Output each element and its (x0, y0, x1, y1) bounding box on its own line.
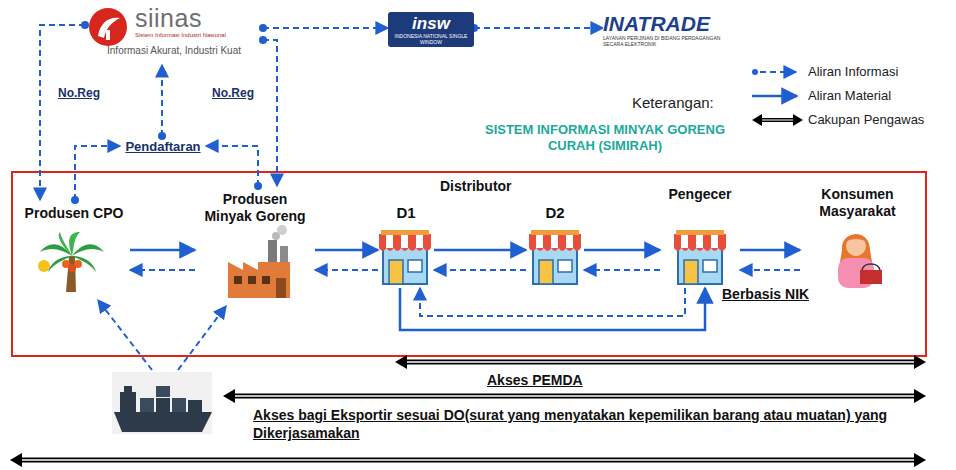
material-flow (740, 269, 800, 271)
node-text: insw (391, 14, 471, 33)
legend-text: Aliran Informasi (808, 64, 898, 80)
legend-sample-material (752, 96, 797, 97)
actor-box: Produsen CPO (18, 200, 130, 295)
node-text: D1 (378, 204, 434, 221)
text-label: Distributor (440, 178, 512, 194)
material-flow (400, 288, 705, 330)
material-flow (584, 269, 660, 271)
text-label: Berbasis NIK (722, 286, 809, 302)
material-flow (434, 249, 526, 252)
node-text: Konsumen Masyarakat (800, 186, 915, 220)
text-label: Akses PEMDA (487, 372, 583, 388)
material-flow (740, 249, 800, 252)
siinas-logo (89, 8, 127, 46)
information-flow (161, 65, 163, 136)
information-flow (474, 27, 603, 29)
material-flow (584, 249, 660, 252)
ship-icon (112, 372, 212, 434)
coverage-arrow (223, 389, 926, 403)
ship-info-line (98, 300, 226, 370)
material-flow (130, 269, 195, 271)
node-text: LAYANAN PERIJINAN DI BIDANG PERDAGANGAN … (603, 35, 731, 47)
information-flow (206, 146, 258, 186)
siinas-logo-box: siinasSistem Informasi Industri Nasional… (85, 5, 263, 65)
factory-icon (228, 225, 290, 298)
material-flow (434, 269, 526, 271)
store-icon (379, 230, 431, 284)
legend-text: Cakupan Pengawas (808, 112, 924, 128)
node-text: INATRADE (603, 12, 731, 35)
scope-frame (12, 172, 926, 356)
node-text: siinas (85, 5, 263, 31)
edge-label: No.Reg (56, 86, 102, 100)
coverage-arrow (10, 453, 926, 467)
information-flow (40, 25, 85, 200)
information-flow (75, 146, 120, 200)
actor-box: Konsumen Masyarakat (800, 184, 915, 288)
node-text: INDONESIA NATIONAL SINGLE WINDOW (391, 33, 471, 45)
palm-tree-icon (38, 232, 104, 292)
text-label: Akses bagi Eksportir sesuai DO(surat yan… (253, 406, 918, 442)
inatrade-logo-box: INATRADELAYANAN PERIJINAN DI BIDANG PERD… (603, 12, 731, 52)
coverage-arrow (395, 355, 926, 369)
actor-box: D2 (526, 200, 584, 288)
edge-label: No.Reg (210, 86, 256, 100)
consumer-icon (838, 234, 882, 288)
node-text: Pengecer (660, 186, 740, 203)
node-text: Produsen Minyak Goreng (199, 191, 311, 225)
information-flow (263, 27, 388, 29)
actor-box: Pengecer (660, 184, 740, 288)
store-icon (529, 230, 581, 284)
node-text: D2 (526, 204, 584, 221)
legend-sample-coverage (752, 114, 803, 126)
information-flow (263, 40, 277, 186)
node-text: Sistem Informasi Industri Nasional (85, 31, 263, 39)
actor-box: Produsen Minyak Goreng (195, 186, 315, 302)
material-flow (315, 269, 378, 271)
node-text: Informasi Akurat, Industri Kuat (85, 45, 263, 57)
text-label: Keterangan: (632, 94, 714, 111)
node-text: Produsen CPO (18, 205, 130, 222)
insw-logo-box: inswINDONESIA NATIONAL SINGLE WINDOW (388, 12, 474, 47)
store-icon (674, 230, 726, 284)
material-flow (130, 249, 195, 252)
legend-text: Aliran Material (808, 88, 891, 104)
material-flow (420, 288, 685, 316)
registration-box: Pendaftaran (120, 136, 206, 158)
diagram-title: SISTEM INFORMASI MINYAK GORENG CURAH (SI… (470, 122, 740, 154)
legend-sample-info (752, 69, 796, 75)
material-flow (315, 249, 378, 252)
actor-box: D1 (378, 200, 434, 288)
node-text: Pendaftaran (120, 136, 206, 158)
